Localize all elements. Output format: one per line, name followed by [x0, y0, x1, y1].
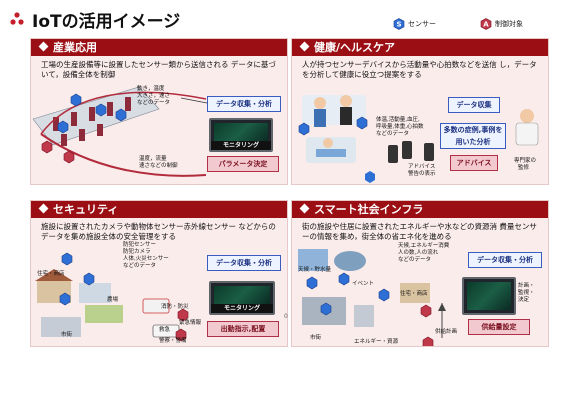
panel-description: 工場の生産設備等に設置したセンサー類から送信される データに基づいて，設備全体を…	[41, 60, 276, 79]
note-line: 警告の表示	[408, 171, 436, 177]
monitoring-screen: モニタリング	[209, 118, 273, 152]
diamond-bullet-icon	[299, 41, 310, 52]
monitor-screen	[467, 282, 511, 310]
note-line: イベント	[352, 281, 375, 287]
note-line: 呼吸量,体重,心拍数	[376, 124, 424, 130]
data-collection-box: データ収集・分析	[468, 252, 542, 268]
panel-smart-infra: スマート社会インフラ 街の施設や住居に設置されたエネルギーや水などの資源消 費量…	[291, 200, 549, 347]
red-dots-logo-icon	[10, 12, 24, 25]
note-line: などのデータ	[137, 100, 171, 106]
parameter-decision-box: パラメータ決定	[207, 156, 279, 172]
diamond-bullet-icon	[38, 41, 49, 52]
note-line: 警察・警備	[159, 338, 187, 344]
panel-title: 健康/ヘルスケア	[314, 41, 396, 54]
monitor-screen	[214, 123, 268, 141]
note-line: 人の数,人の流れ	[398, 250, 439, 256]
panel-header: セキュリティ	[31, 201, 287, 218]
dispatch-box: 出動指示,配置	[207, 321, 279, 337]
diamond-bullet-icon	[299, 203, 310, 214]
note-line: 決定	[518, 297, 530, 303]
monitor-screen	[214, 286, 270, 304]
note-line: 監修	[518, 165, 530, 171]
note-line: 人体,火災センサー	[123, 256, 169, 262]
city-infrastructure-illustration	[298, 249, 446, 346]
monitor-label: モニタリング	[211, 304, 273, 313]
note-line: 天候,エネルギー消費	[398, 243, 450, 249]
note-line: などのデータ	[376, 131, 410, 137]
legend-sensor: S センサー	[393, 18, 436, 30]
security-town-illustration	[35, 252, 189, 342]
factory-line-illustration	[32, 86, 208, 177]
note-line: 天候・貯水量	[298, 267, 332, 273]
monitoring-screen: モニタリング	[209, 281, 275, 315]
note-line: 専門家の	[514, 158, 537, 164]
data-collection-box: データ収集・分析	[207, 96, 281, 112]
health-people-illustration	[298, 95, 434, 183]
note-line: エネルギー・資源	[354, 339, 399, 345]
panel-header: 健康/ヘルスケア	[292, 39, 548, 56]
note-line: 住宅・商店	[37, 271, 65, 277]
note-line: 緊急情報	[179, 320, 202, 326]
legend-target: A 制御対象	[480, 18, 523, 30]
panel-description: 人が持つセンサーデバイスから活動量や心拍数などを送信 し，データを分析して健康に…	[302, 60, 537, 79]
note-line: アドバイス	[408, 164, 436, 170]
doctor-icon	[515, 109, 539, 146]
panel-title: 産業応用	[53, 41, 97, 54]
advice-box: アドバイス	[450, 155, 498, 171]
legend-sensor-label: センサー	[408, 20, 436, 28]
panel-header: スマート社会インフラ	[292, 201, 548, 218]
data-collection-box: データ収集	[448, 97, 500, 113]
case-analysis-box: 多数の症例,事例を 用いた分析	[440, 123, 506, 149]
note-line: 体温,活動量,血圧,	[376, 117, 420, 123]
note-line: 防犯カメラ	[123, 249, 151, 255]
note-line: 供給計画	[435, 329, 458, 335]
target-hexagon-icon: A	[480, 18, 492, 30]
diamond-bullet-icon	[38, 203, 49, 214]
note-line: 市街	[310, 335, 322, 341]
planning-screen	[462, 277, 516, 315]
note-line: 温度，流量	[139, 156, 167, 162]
panel-industry: 産業応用 工場の生産設備等に設置したセンサー類から送信される データに基づいて，…	[30, 38, 288, 185]
note-line: 市街	[61, 332, 73, 338]
note-line: 防犯センサー	[123, 242, 157, 248]
note-line: 大きさ，速さ	[137, 93, 171, 99]
note-line: 速さなどの制御	[139, 163, 178, 169]
panel-title: セキュリティ	[53, 203, 119, 216]
legend-target-label: 制御対象	[495, 20, 523, 28]
supply-setting-box: 供給量設定	[468, 319, 530, 335]
panel-health: 健康/ヘルスケア 人が持つセンサーデバイスから活動量や心拍数などを送信 し，デー…	[291, 38, 549, 185]
panel-description: 街の施設や住居に設置されたエネルギーや水などの資源消 費量センサーの情報を集め，…	[302, 222, 537, 241]
note-line: などのデータ	[398, 257, 432, 263]
note-line: 動き，温度	[137, 86, 165, 92]
sensor-hexagon-icon: S	[393, 18, 405, 30]
panel-header: 産業応用	[31, 39, 287, 56]
panel-security: セキュリティ 施設に設置されたカメラや動物体センサー赤外線センサー などからのデ…	[30, 200, 288, 347]
svg-text:S: S	[396, 21, 401, 29]
data-collection-box: データ収集・分析	[207, 255, 281, 271]
note-line: 消防・防災	[161, 304, 189, 310]
note-line: などのデータ	[123, 263, 157, 269]
panel-title: スマート社会インフラ	[314, 203, 424, 216]
panel-description: 施設に設置されたカメラや動物体センサー赤外線センサー などからのデータを集め施設…	[41, 222, 276, 241]
note-line: 救急	[159, 327, 171, 333]
note-line: 農場	[107, 297, 119, 303]
note-line: 監視・	[518, 290, 535, 296]
note-line: 住宅・商店	[400, 291, 428, 297]
monitor-label: モニタリング	[211, 141, 271, 150]
page-title: IoTの活用イメージ	[32, 12, 181, 32]
svg-text:A: A	[483, 21, 489, 29]
page-number: 0	[284, 313, 288, 320]
note-line: 計画・	[518, 283, 535, 289]
